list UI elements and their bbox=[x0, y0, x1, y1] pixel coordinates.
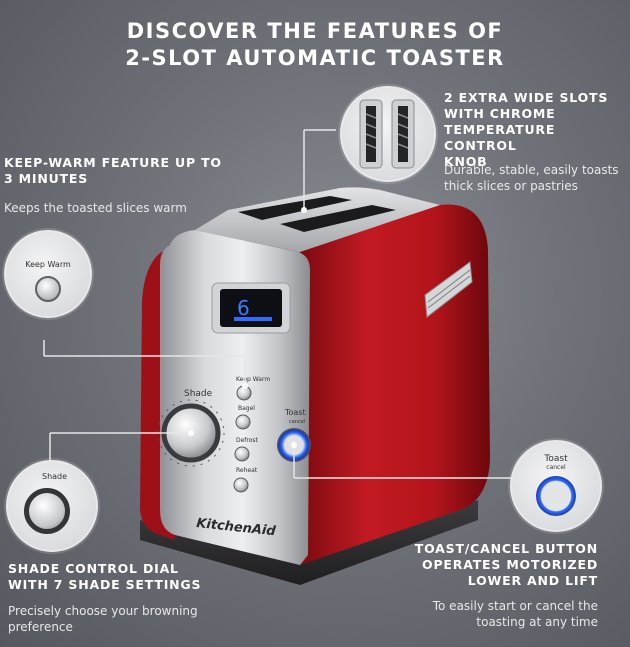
feature-shade-title-line: WITH 7 SHADE SETTINGS bbox=[8, 577, 202, 592]
title-line-1: DISCOVER THE FEATURES OF bbox=[126, 19, 504, 43]
feature-slots-desc-line: thick slices or pastries bbox=[444, 179, 578, 193]
feature-shade-desc-line: Precisely choose your browning bbox=[8, 604, 198, 618]
feature-keep-warm-title-line: KEEP-WARM FEATURE UP TO bbox=[4, 155, 222, 170]
keep-warm-button-label: Keep Warm bbox=[25, 260, 71, 269]
feature-slots-desc: Durable, stable, easily toasts thick sli… bbox=[444, 162, 619, 194]
feature-slots-desc-line: Durable, stable, easily toasts bbox=[444, 163, 619, 177]
toast-cancel-button[interactable] bbox=[536, 476, 576, 516]
toaster-btn-label-bagel: Bagel bbox=[238, 405, 255, 412]
slots-closeup-icon bbox=[359, 99, 415, 169]
feature-slots-title-line: TEMPERATURE CONTROL bbox=[444, 122, 556, 153]
feature-shade-desc-line: preference bbox=[8, 620, 73, 634]
shade-dial[interactable] bbox=[24, 488, 70, 534]
toaster-shade-label: Shade bbox=[184, 389, 213, 399]
feature-toast-title-line: OPERATES MOTORIZED bbox=[422, 557, 598, 572]
feature-toast-title-line: LOWER AND LIFT bbox=[467, 573, 598, 588]
feature-slots-title: 2 EXTRA WIDE SLOTS WITH CHROME TEMPERATU… bbox=[444, 90, 630, 170]
feature-toast-title-line: TOAST/CANCEL BUTTON bbox=[414, 541, 598, 556]
feature-toast-title: TOAST/CANCEL BUTTON OPERATES MOTORIZED L… bbox=[415, 541, 598, 589]
feature-slots-title-line: 2 EXTRA WIDE SLOTS bbox=[444, 90, 609, 105]
toaster-btn-label-reheat: Reheat bbox=[236, 467, 258, 474]
feature-shade-title: SHADE CONTROL DIAL WITH 7 SHADE SETTINGS bbox=[8, 561, 201, 593]
page-title: DISCOVER THE FEATURES OF 2-SLOT AUTOMATI… bbox=[0, 18, 630, 72]
feature-shade-desc: Precisely choose your browning preferenc… bbox=[8, 603, 198, 635]
toast-button-label: Toast bbox=[544, 454, 568, 464]
keep-warm-button[interactable] bbox=[35, 276, 61, 302]
feature-slots-title-line: WITH CHROME bbox=[444, 106, 556, 121]
feature-slots-title-line: KNOB bbox=[444, 154, 488, 169]
feature-toast-desc-line: To easily start or cancel the bbox=[432, 599, 598, 613]
toast-zoom-circle: Toast cancel bbox=[510, 440, 602, 532]
toaster-toast-label: Toast bbox=[284, 408, 306, 417]
toaster-btn-label-keep-warm: Keep Warm bbox=[236, 376, 270, 383]
title-line-2: 2-SLOT AUTOMATIC TOASTER bbox=[125, 46, 505, 70]
feature-keep-warm-title: KEEP-WARM FEATURE UP TO 3 MINUTES bbox=[4, 155, 222, 187]
feature-shade-title-line: SHADE CONTROL DIAL bbox=[8, 561, 179, 576]
toaster-toast-sublabel: cancel bbox=[289, 419, 305, 425]
display-digit: 6 bbox=[237, 296, 250, 320]
toast-button-sublabel: cancel bbox=[546, 464, 566, 471]
shade-dial-label: Shade bbox=[42, 472, 68, 481]
feature-toast-desc-line: toasting at any time bbox=[476, 615, 598, 629]
feature-keep-warm-title-line: 3 MINUTES bbox=[4, 171, 89, 186]
toaster-btn-label-defrost: Defrost bbox=[236, 437, 259, 444]
keep-warm-zoom-circle: Keep Warm bbox=[4, 230, 92, 318]
feature-keep-warm-desc-line: Keeps the toasted slices warm bbox=[4, 201, 187, 215]
shade-zoom-circle: Shade bbox=[6, 460, 98, 552]
feature-keep-warm-desc: Keeps the toasted slices warm bbox=[4, 200, 187, 216]
feature-toast-desc: To easily start or cancel the toasting a… bbox=[433, 598, 598, 630]
slots-zoom-circle bbox=[340, 86, 436, 182]
